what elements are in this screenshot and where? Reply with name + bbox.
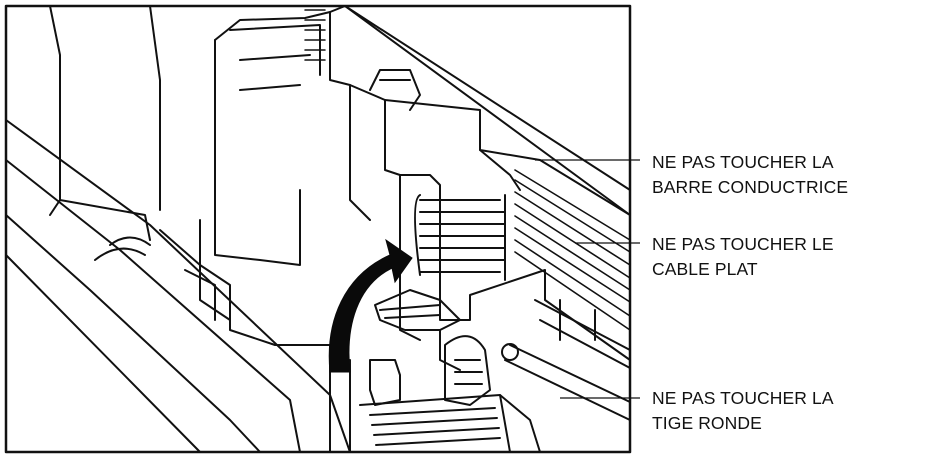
callout-rod-line-2: TIGE RONDE bbox=[652, 413, 762, 433]
callout-busbar: NE PAS TOUCHER LA BARRE CONDUCTRICE bbox=[652, 150, 927, 200]
carriage-body bbox=[329, 5, 631, 216]
callout-busbar-line-2: BARRE CONDUCTRICE bbox=[652, 177, 849, 197]
lower-left-rails bbox=[5, 119, 351, 453]
callout-round-rod: NE PAS TOUCHER LA TIGE RONDE bbox=[652, 386, 927, 436]
callout-flat-cable: NE PAS TOUCHER LE CABLE PLAT bbox=[652, 232, 927, 282]
callout-busbar-line-1: NE PAS TOUCHER LA bbox=[652, 152, 834, 172]
callout-rod-line-1: NE PAS TOUCHER LA bbox=[652, 388, 834, 408]
round-rod bbox=[501, 299, 631, 421]
curved-arrow-icon bbox=[328, 238, 413, 373]
callout-cable-line-2: CABLE PLAT bbox=[652, 259, 758, 279]
lower-carriage bbox=[329, 335, 541, 453]
leader-lines bbox=[535, 159, 640, 399]
top-grip bbox=[304, 9, 326, 61]
left-panel bbox=[49, 5, 161, 241]
central-bracket bbox=[159, 11, 371, 346]
head-fins bbox=[399, 174, 631, 361]
flat-cable bbox=[514, 169, 631, 331]
callout-cable-line-1: NE PAS TOUCHER LE bbox=[652, 234, 834, 254]
release-lever bbox=[374, 289, 461, 371]
illustration-frame bbox=[4, 4, 632, 454]
